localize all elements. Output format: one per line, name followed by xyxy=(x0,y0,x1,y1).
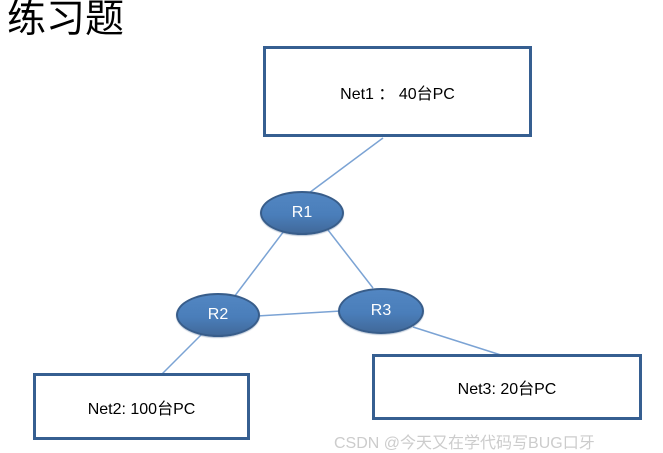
net2-label: Net2: 100台PC xyxy=(87,400,196,418)
connector-r3-net3 xyxy=(412,326,505,357)
net3-label: Net3: 20台PC xyxy=(457,381,557,398)
router-r1-node: R1 xyxy=(260,191,344,235)
net1-box: Net1 ： 40台PC xyxy=(263,46,532,137)
router-r1-label: R1 xyxy=(291,204,313,221)
page-title: 练习题 xyxy=(7,0,125,42)
router-r3-label: R3 xyxy=(370,302,392,319)
connector-r1-r3 xyxy=(327,229,374,289)
connector-r1-r2 xyxy=(233,230,285,298)
connector-r2-net2 xyxy=(161,331,205,375)
router-r3-node: R3 xyxy=(338,288,424,334)
net1-label: Net1 ： 40台PC xyxy=(340,85,455,103)
connector-r2-r3 xyxy=(256,310,342,317)
connector-net1-r1 xyxy=(308,137,384,194)
csdn-watermark: CSDN @今天又在学代码写BUG口牙 xyxy=(334,435,595,452)
net3-box: Net3: 20台PC xyxy=(372,354,642,420)
router-r2-node: R2 xyxy=(176,293,260,337)
net2-box: Net2: 100台PC xyxy=(33,373,250,440)
router-r2-label: R2 xyxy=(207,306,229,323)
